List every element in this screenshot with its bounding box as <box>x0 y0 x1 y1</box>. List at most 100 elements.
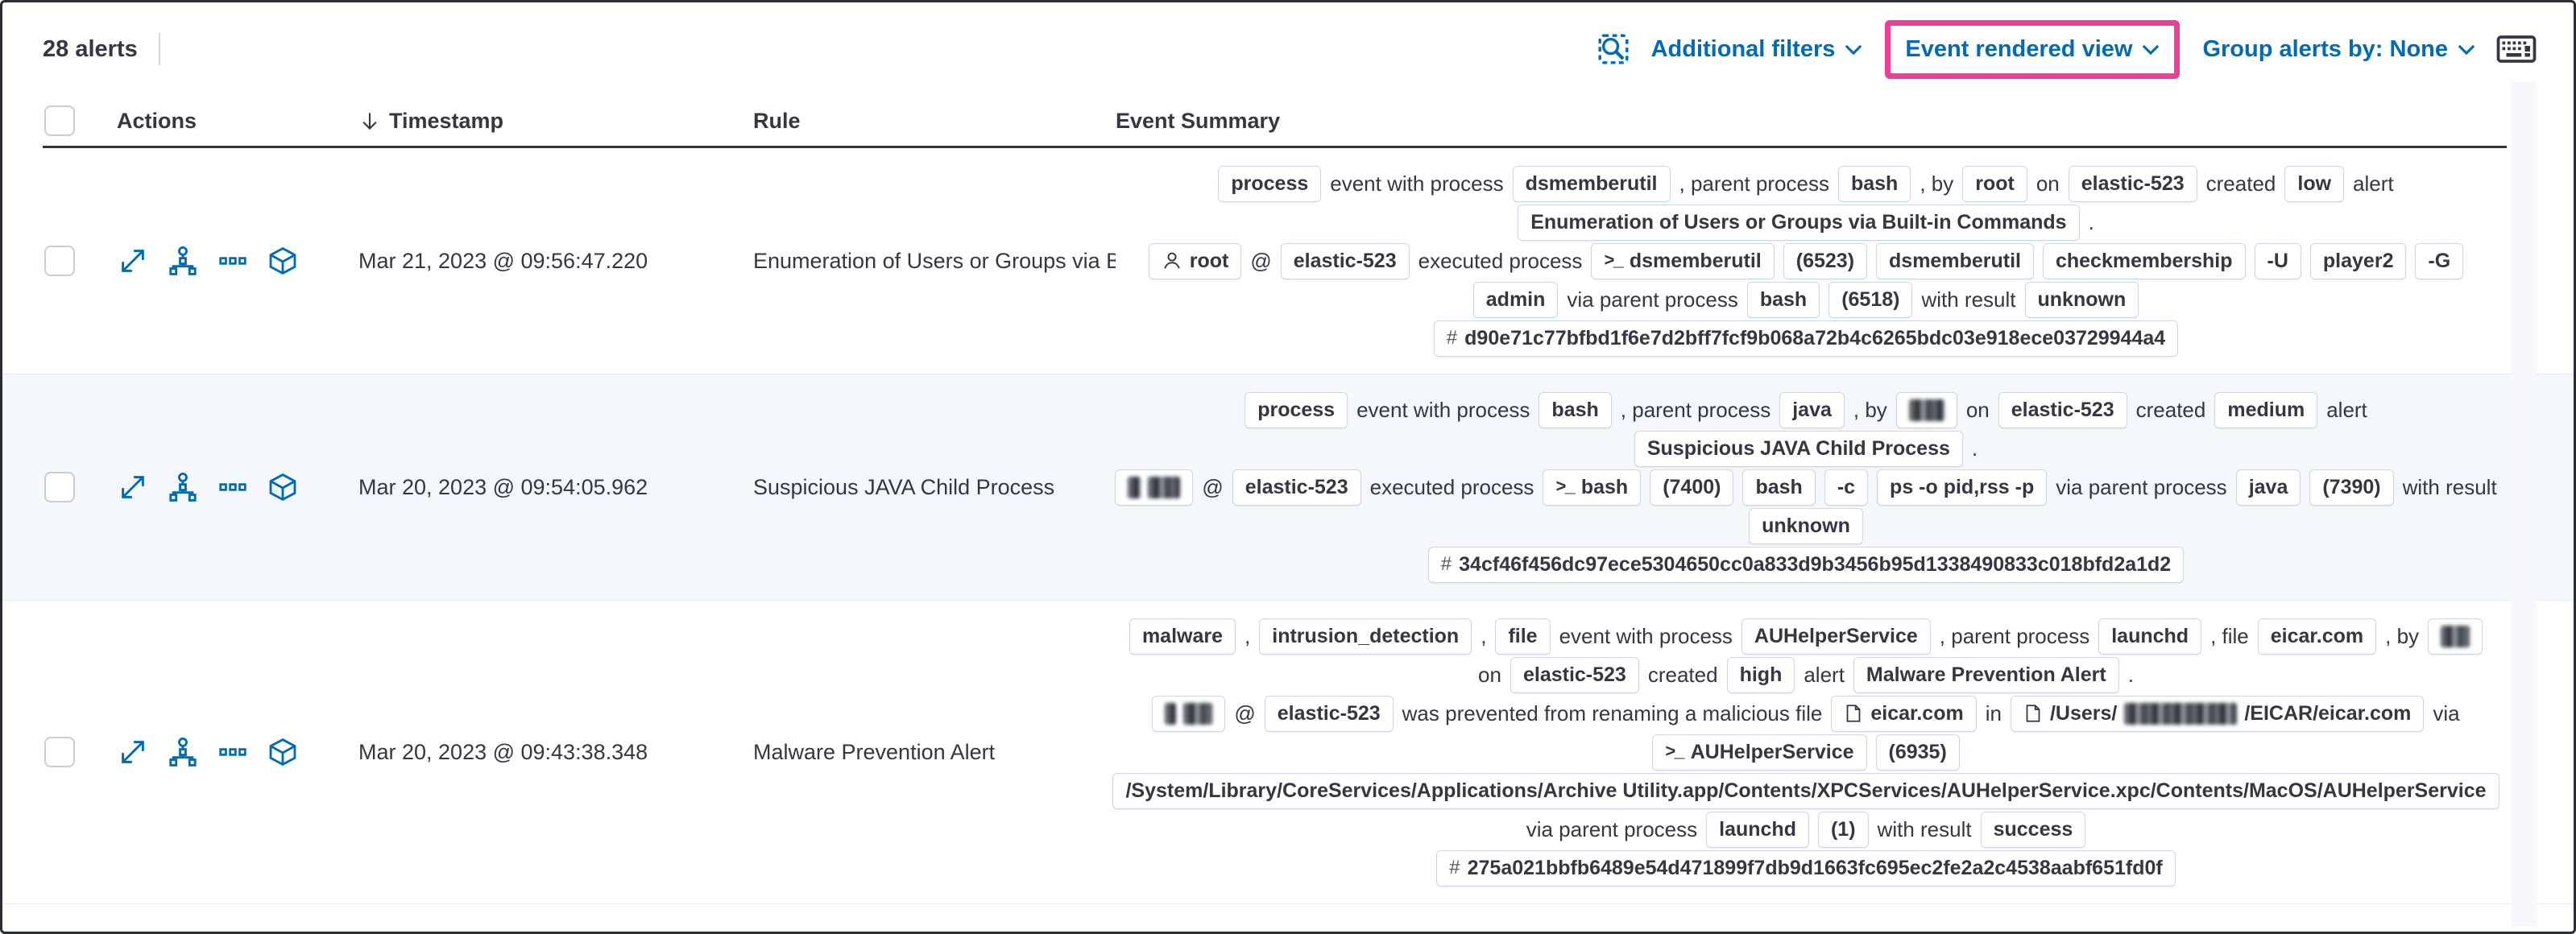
session-view-icon[interactable] <box>267 471 299 503</box>
field-badge[interactable]: elastic-523 <box>1510 656 1639 693</box>
summary-text: @ <box>1234 700 1256 725</box>
alert-count: 28 alerts <box>43 35 138 62</box>
more-actions-icon[interactable] <box>217 736 249 768</box>
field-badge[interactable]: unknown <box>2024 281 2139 318</box>
view-selector-button[interactable]: Event rendered view <box>1905 36 2160 63</box>
summary-line: unknown <box>1116 506 2496 545</box>
summary-text: , <box>1245 623 1251 648</box>
terminal-badge[interactable]: >_AUHelperService <box>1652 734 1867 771</box>
field-badge[interactable]: success <box>1980 811 2086 848</box>
field-badge[interactable]: (1) <box>1817 811 1869 848</box>
file-badge[interactable]: eicar.com <box>1831 695 1977 732</box>
hash-icon: # <box>1446 327 1458 349</box>
field-badge[interactable]: admin <box>1472 281 1559 318</box>
row-checkbox[interactable] <box>44 472 75 502</box>
column-header-timestamp[interactable]: Timestamp <box>389 108 504 133</box>
field-badge[interactable]: (6518) <box>1828 281 1913 318</box>
field-badge[interactable]: process <box>1245 391 1348 428</box>
group-alerts-by-button[interactable]: Group alerts by: None <box>2202 36 2475 63</box>
field-badge[interactable]: Suspicious JAVA Child Process <box>1634 430 1963 467</box>
sort-descending-icon[interactable] <box>358 110 381 132</box>
summary-text: on <box>1478 662 1501 687</box>
field-badge[interactable]: java <box>2235 469 2301 506</box>
additional-filters-button[interactable]: Additional filters <box>1651 36 1863 63</box>
field-badge[interactable]: dsmemberutil <box>1876 242 2034 279</box>
field-badge[interactable]: launchd <box>2098 618 2202 655</box>
field-badge[interactable]: dsmemberutil <box>1512 165 1671 202</box>
field-badge[interactable]: file <box>1495 618 1551 655</box>
terminal-badge[interactable]: >_dsmemberutil <box>1591 242 1775 279</box>
summary-text: created <box>2135 397 2206 422</box>
keyboard-icon[interactable] <box>2496 35 2537 64</box>
field-badge[interactable]: player2 <box>2309 242 2407 279</box>
row-checkbox[interactable] <box>44 246 75 276</box>
hash-badge[interactable]: #34cf46f456dc97ece5304650cc0a833d9b3456b… <box>1427 546 2185 583</box>
hash-badge[interactable]: #275a021bbfb6489e54d471899f7db9d1663fc69… <box>1436 849 2176 886</box>
file-badge[interactable]: /Users//EICAR/eicar.com <box>2010 695 2425 732</box>
field-badge[interactable]: elastic-523 <box>1998 391 2127 428</box>
field-badge[interactable]: bash <box>1837 165 1911 202</box>
summary-line: #d90e71c77bfbd1f6e7d2bff7fcf9b068a72b4c6… <box>1116 319 2496 357</box>
field-badge[interactable]: java <box>1779 391 1845 428</box>
inspect-icon[interactable] <box>1597 32 1630 66</box>
timestamp-cell: Mar 21, 2023 @ 09:56:47.220 <box>358 248 648 273</box>
field-badge[interactable]: elastic-523 <box>1280 242 1410 279</box>
more-actions-icon[interactable] <box>217 471 249 503</box>
expand-alert-icon[interactable] <box>117 736 149 768</box>
field-badge[interactable]: -G <box>2415 242 2464 279</box>
view-selector-label: Event rendered view <box>1905 35 2133 62</box>
field-badge[interactable]: process <box>1218 165 1322 202</box>
field-badge[interactable]: high <box>1726 656 1795 693</box>
analyze-event-icon[interactable] <box>167 471 199 503</box>
field-badge[interactable]: (7390) <box>2309 469 2394 506</box>
field-badge[interactable]: elastic-523 <box>2068 165 2197 202</box>
field-badge[interactable]: bash <box>1746 281 1820 318</box>
select-all-checkbox[interactable] <box>44 105 75 136</box>
field-badge[interactable]: checkmembership <box>2042 242 2246 279</box>
hash-badge[interactable]: #d90e71c77bfbd1f6e7d2bff7fcf9b068a72b4c6… <box>1433 320 2179 357</box>
field-badge[interactable]: root <box>1962 165 2027 202</box>
rule-cell: Malware Prevention Alert <box>753 739 996 764</box>
field-badge[interactable]: AUHelperService <box>1741 618 1931 655</box>
field-badge[interactable]: elastic-523 <box>1264 695 1394 732</box>
redacted-badge[interactable] <box>1152 695 1226 732</box>
field-badge[interactable]: launchd <box>1706 811 1809 848</box>
user-badge[interactable]: root <box>1148 242 1242 279</box>
field-badge[interactable]: (6523) <box>1783 242 1868 279</box>
field-badge[interactable]: low <box>2284 165 2345 202</box>
session-view-icon[interactable] <box>267 736 299 768</box>
field-badge[interactable]: (7400) <box>1650 469 1734 506</box>
redacted-badge[interactable] <box>2428 618 2483 655</box>
field-badge[interactable]: medium <box>2214 391 2318 428</box>
field-badge[interactable]: elastic-523 <box>1232 469 1361 506</box>
field-badge[interactable]: unknown <box>1749 507 1863 544</box>
analyze-event-icon[interactable] <box>167 245 199 277</box>
expand-alert-icon[interactable] <box>117 471 149 503</box>
field-badge[interactable]: -U <box>2254 242 2301 279</box>
summary-text: alert <box>2353 171 2394 196</box>
field-badge[interactable]: Enumeration of Users or Groups via Built… <box>1518 204 2080 241</box>
terminal-badge[interactable]: >_bash <box>1543 469 1642 506</box>
badge-text: /EICAR/eicar.com <box>2244 701 2412 725</box>
expand-alert-icon[interactable] <box>117 245 149 277</box>
redacted-badge[interactable] <box>1115 469 1194 506</box>
field-badge[interactable]: ps -o pid,rss -p <box>1877 469 2048 506</box>
session-view-icon[interactable] <box>267 245 299 277</box>
field-badge[interactable]: intrusion_detection <box>1259 618 1472 655</box>
field-badge[interactable]: eicar.com <box>2257 618 2377 655</box>
analyze-event-icon[interactable] <box>167 736 199 768</box>
file-icon <box>2023 704 2043 723</box>
field-badge[interactable]: bash <box>1539 391 1612 428</box>
field-badge[interactable]: (6935) <box>1875 734 1960 771</box>
field-badge[interactable]: -c <box>1824 469 1869 506</box>
row-checkbox[interactable] <box>44 737 75 767</box>
redacted-badge[interactable] <box>1895 391 1957 428</box>
field-badge[interactable]: Malware Prevention Alert <box>1853 656 2119 693</box>
vertical-scrollbar[interactable] <box>2512 81 2537 927</box>
field-badge[interactable]: malware <box>1129 618 1236 655</box>
field-badge[interactable]: /System/Library/CoreServices/Application… <box>1112 772 2499 809</box>
field-badge[interactable]: bash <box>1742 469 1816 506</box>
more-actions-icon[interactable] <box>217 245 249 277</box>
